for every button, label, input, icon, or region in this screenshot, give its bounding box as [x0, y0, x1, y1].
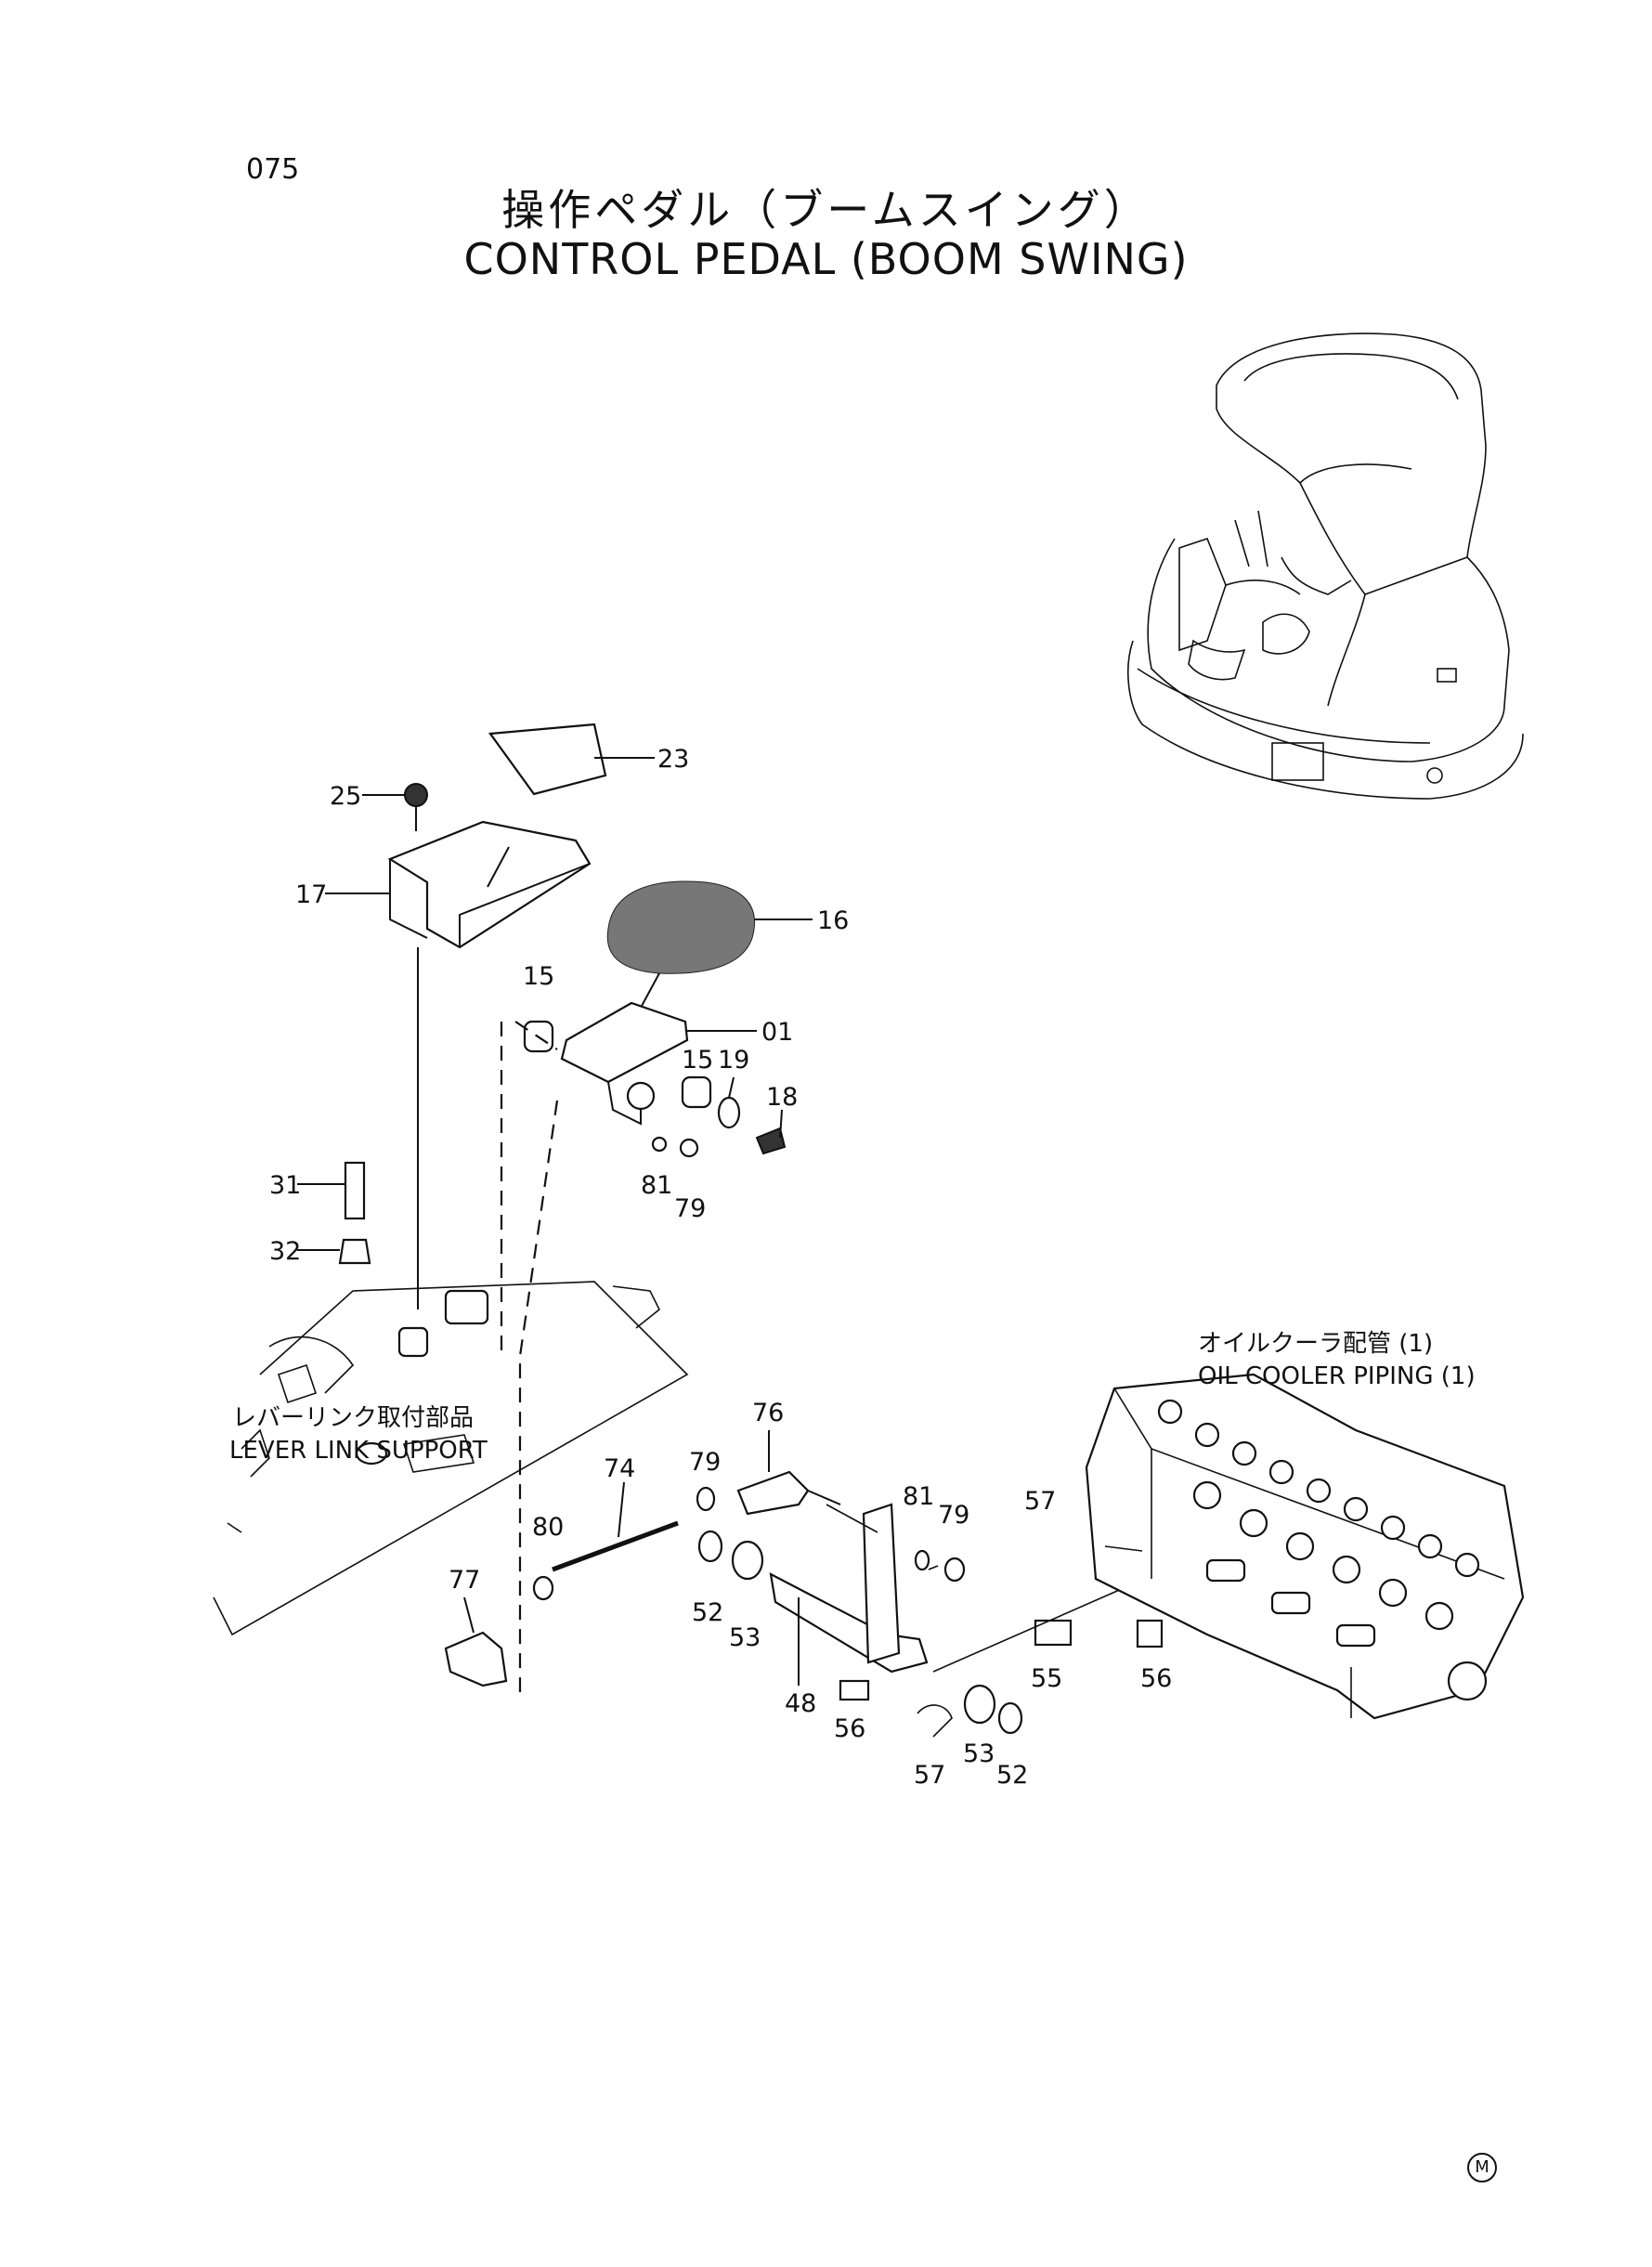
page-number: 075 — [246, 153, 300, 186]
part-52-washer-lower — [997, 1701, 1023, 1735]
part-74-rod — [552, 1520, 679, 1572]
callout-19: 19 — [718, 1046, 749, 1075]
callout-80: 80 — [532, 1513, 564, 1542]
part-17-cover — [387, 820, 592, 949]
part-25-bolt — [404, 783, 428, 807]
part-56-pin-lower — [839, 1679, 870, 1701]
callout-74: 74 — [604, 1454, 635, 1483]
callout-79-mid: 79 — [689, 1448, 721, 1477]
part-31-bolt — [344, 1161, 366, 1220]
callout-32: 32 — [269, 1237, 301, 1266]
callout-53-lower: 53 — [963, 1739, 995, 1768]
part-52-washer-upper — [697, 1530, 723, 1563]
part-79-nut — [679, 1138, 699, 1158]
part-48-lever-shaft — [769, 1572, 929, 1674]
callout-77: 77 — [449, 1566, 480, 1595]
callout-48: 48 — [785, 1689, 816, 1718]
callout-15-upper: 15 — [523, 962, 554, 991]
linkage-assembly — [444, 1430, 1164, 1738]
part-15-bushing-lower — [681, 1075, 712, 1109]
callout-57-lower: 57 — [914, 1761, 945, 1790]
lever-link-support-en: LEVER LINK SUPPORT — [229, 1437, 488, 1465]
part-76-rod-end — [736, 1470, 810, 1516]
oil-cooler-piping-en: OIL COOLER PIPING (1) — [1198, 1362, 1476, 1390]
oil-cooler-piping-jp: オイルクーラ配管 (1) — [1198, 1330, 1433, 1358]
part-16-rubber-pad — [606, 880, 756, 974]
callout-16: 16 — [817, 906, 849, 935]
callout-52-lower: 52 — [996, 1761, 1028, 1790]
callout-79-right: 79 — [938, 1501, 969, 1530]
callout-17: 17 — [295, 880, 327, 909]
part-19-washer — [717, 1096, 741, 1129]
part-56-pin-upper — [1136, 1619, 1164, 1648]
part-81-circlip — [651, 1136, 668, 1153]
callout-01: 01 — [761, 1018, 793, 1047]
control-valve — [1085, 1373, 1525, 1720]
callout-81-upper: 81 — [641, 1171, 672, 1200]
part-53-bushing-lower — [963, 1684, 996, 1725]
part-79-nut-right — [943, 1557, 966, 1583]
lever-link-support-jp: レバーリンク取付部品 — [232, 1404, 474, 1432]
part-77-rod-end — [444, 1631, 508, 1687]
part-01-pedal — [560, 1001, 689, 1084]
callout-56-lower: 56 — [834, 1714, 865, 1743]
title-english: CONTROL PEDAL (BOOM SWING) — [463, 234, 1189, 284]
pedal-assembly — [297, 723, 813, 1700]
part-79-nut-upper — [696, 1486, 716, 1512]
callout-18: 18 — [766, 1083, 798, 1112]
part-23-pad — [488, 723, 607, 796]
callout-76: 76 — [752, 1399, 784, 1427]
part-57-split-pin-lower — [917, 1704, 953, 1738]
part-81-circlip-right — [914, 1549, 930, 1571]
callout-52-upper: 52 — [692, 1598, 723, 1627]
callout-55: 55 — [1031, 1664, 1062, 1693]
callout-79-upper: 79 — [674, 1194, 706, 1223]
callout-23: 23 — [657, 745, 689, 774]
lever-link-support-base — [213, 1281, 689, 1636]
part-18-bolt — [755, 1127, 787, 1155]
title-japanese: 操作ペダル（ブームスイング） — [501, 185, 1151, 235]
callout-56-right: 56 — [1140, 1664, 1172, 1693]
callout-53-upper: 53 — [729, 1623, 761, 1652]
excavator-illustration — [1127, 332, 1524, 800]
callout-15-lower: 15 — [682, 1046, 713, 1075]
manual-mark: M — [1467, 2153, 1497, 2182]
callout-81-right: 81 — [903, 1482, 934, 1511]
callout-57-upper: 57 — [1024, 1487, 1056, 1516]
part-32-nut — [338, 1238, 371, 1265]
part-80-nut — [532, 1575, 554, 1601]
part-53-bushing-upper — [731, 1540, 764, 1581]
callout-31: 31 — [269, 1171, 301, 1200]
callout-25: 25 — [330, 782, 361, 811]
